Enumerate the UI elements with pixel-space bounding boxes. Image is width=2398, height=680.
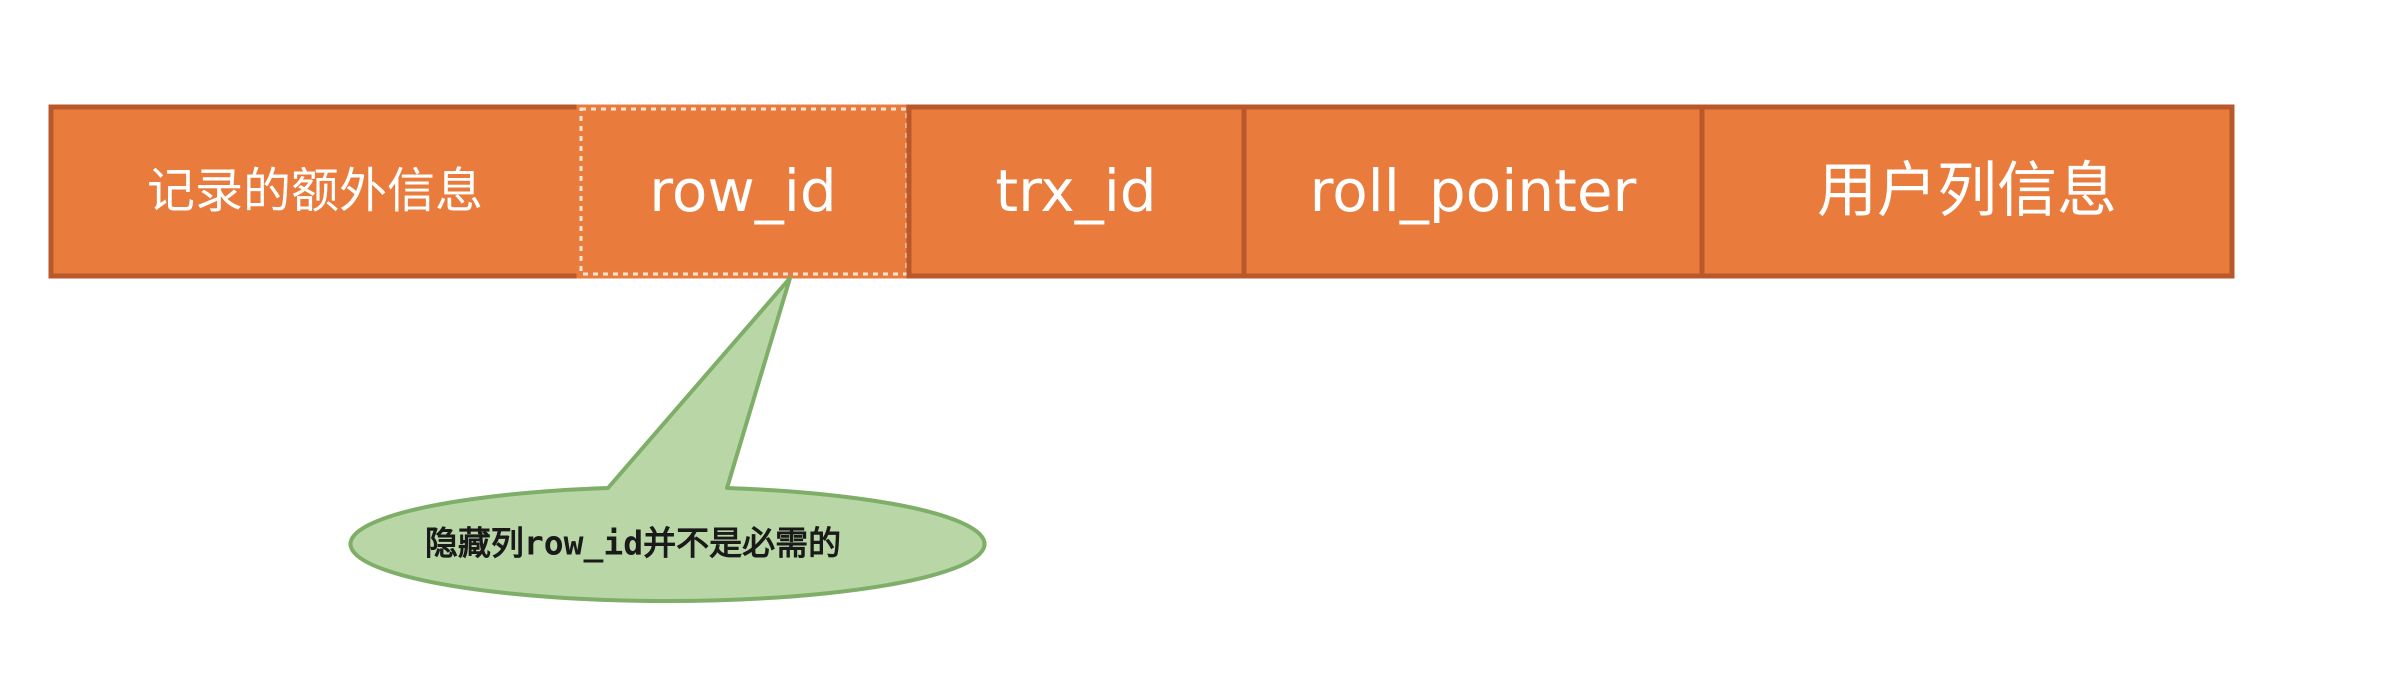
field-trx-id-label: trx_id	[995, 157, 1156, 225]
callout: 隐藏列row_id并不是必需的	[348, 276, 987, 603]
callout-text: 隐藏列row_id并不是必需的	[425, 524, 841, 563]
callout-shape	[348, 276, 987, 603]
field-trx-id-box	[906, 104, 1247, 279]
field-roll-pointer-label: roll_pointer	[1310, 157, 1637, 225]
field-roll-pointer: roll_pointer	[1241, 104, 1705, 279]
field-row-id-label: row_id	[649, 157, 836, 225]
field-trx-id: trx_id	[906, 104, 1247, 279]
field-row-id-dashed-border	[579, 107, 909, 276]
field-user-columns: 用户列信息	[1699, 104, 2235, 279]
field-user-columns-box	[1699, 104, 2235, 279]
field-row-id-box	[576, 104, 912, 279]
field-roll-pointer-box	[1241, 104, 1705, 279]
field-user-columns-label: 用户列信息	[1817, 156, 2117, 226]
record-row: 记录的额外信息 row_id trx_id roll_pointer 用户列信息	[48, 104, 2235, 279]
field-extra-info-box	[48, 104, 582, 279]
field-row-id: row_id	[576, 104, 912, 279]
field-extra-info-label: 记录的额外信息	[147, 163, 483, 219]
field-extra-info: 记录的额外信息	[48, 104, 582, 279]
